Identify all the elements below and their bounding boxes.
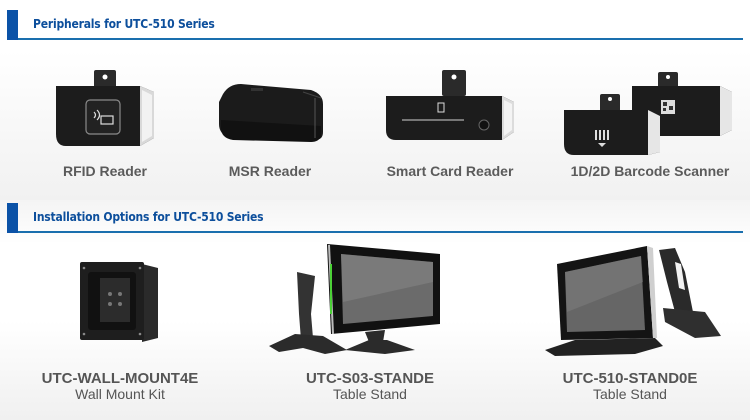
product-barcode-scanner[interactable]: 1D/2D Barcode Scanner: [560, 60, 740, 190]
header-rule: [18, 231, 743, 233]
peripherals-section-header: Peripherals for UTC-510 Series: [7, 10, 743, 40]
header-rule: [18, 38, 743, 40]
header-accent-block: [7, 203, 18, 233]
product-510-stand[interactable]: UTC-510-STAND0E Table Stand: [530, 240, 730, 415]
product-rfid-reader[interactable]: RFID Reader: [40, 60, 170, 190]
product-model: UTC-510-STAND0E: [562, 370, 698, 387]
smart-card-reader-image: [386, 70, 514, 140]
product-model: UTC-WALL-MOUNT4E: [41, 370, 199, 387]
header-accent-block: [7, 10, 18, 40]
product-model: UTC-S03-STANDE: [305, 370, 435, 387]
product-label: Table Stand: [333, 386, 407, 402]
barcode-scanner-image: [564, 72, 732, 155]
table-stand-image: [269, 244, 440, 354]
product-label: Table Stand: [593, 386, 667, 402]
wall-mount-image: [80, 262, 158, 342]
product-label: Wall Mount Kit: [75, 386, 165, 402]
section-title: Installation Options for UTC-510 Series: [33, 210, 264, 224]
product-label: 1D/2D Barcode Scanner: [570, 163, 730, 179]
product-label: Smart Card Reader: [386, 163, 514, 179]
installation-section-header: Installation Options for UTC-510 Series: [7, 203, 743, 233]
table-stand-image: [545, 246, 721, 356]
product-label: MSR Reader: [228, 163, 312, 179]
msr-reader-image: [219, 84, 323, 142]
product-s03-stand[interactable]: UTC-S03-STANDE Table Stand: [255, 240, 485, 415]
rfid-reader-image: [56, 70, 154, 146]
section-title: Peripherals for UTC-510 Series: [33, 17, 215, 31]
product-wall-mount[interactable]: UTC-WALL-MOUNT4E Wall Mount Kit: [30, 250, 210, 415]
product-smart-card-reader[interactable]: Smart Card Reader: [370, 60, 530, 190]
product-label: RFID Reader: [62, 163, 148, 179]
product-msr-reader[interactable]: MSR Reader: [205, 60, 335, 190]
